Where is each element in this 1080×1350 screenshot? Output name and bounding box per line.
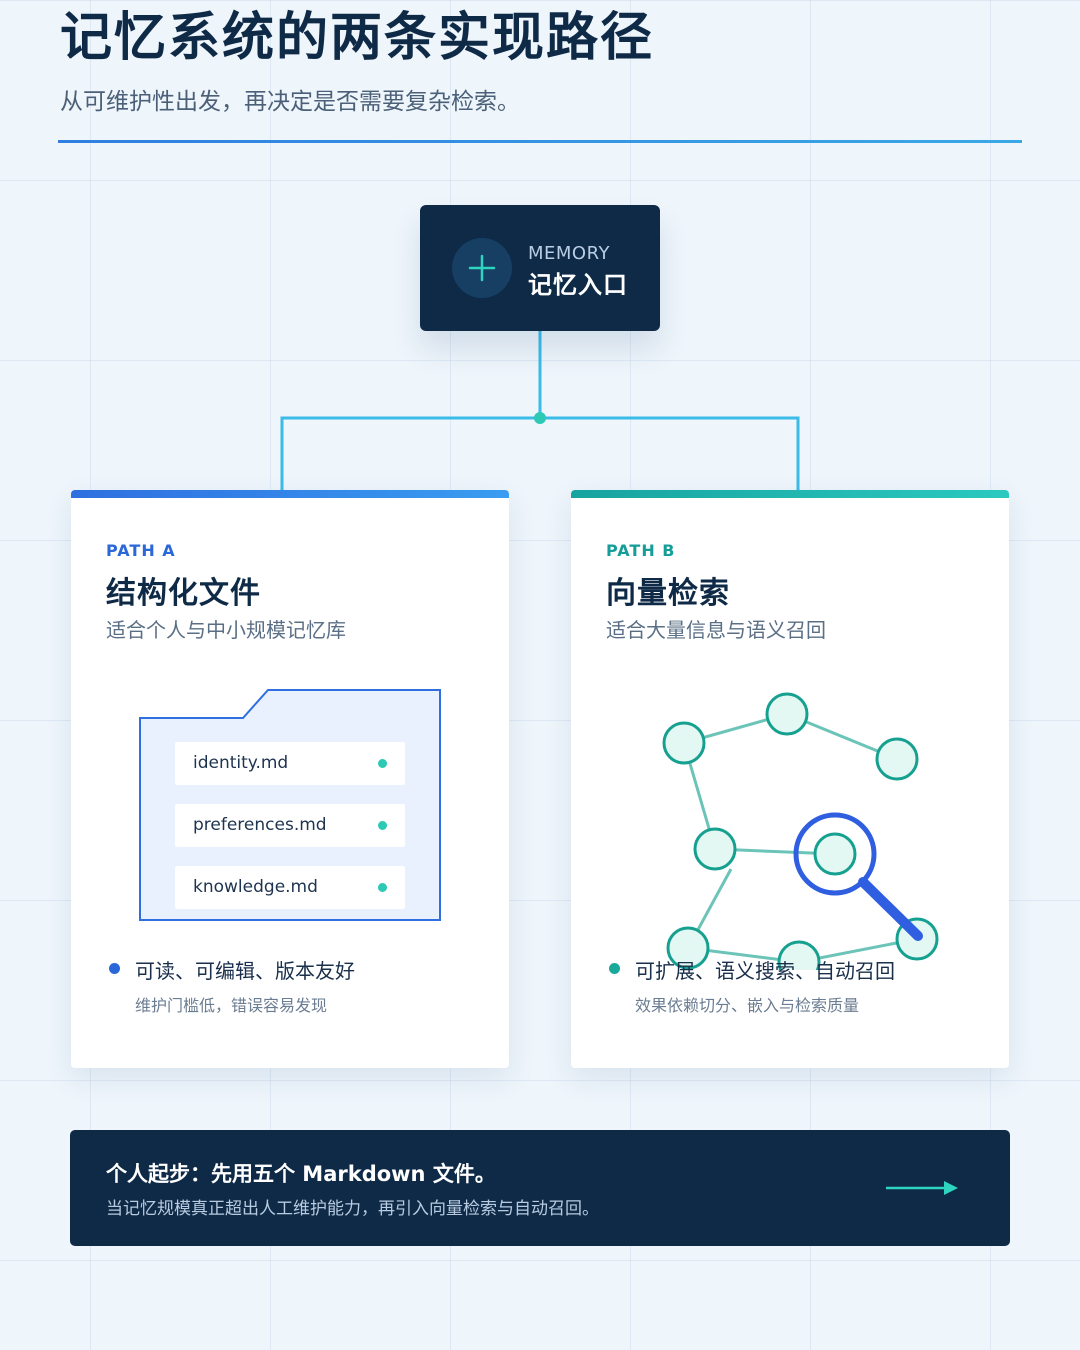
status-dot [378, 821, 387, 830]
path-b-title: 向量检索 [606, 576, 730, 611]
file-name: identity.md [193, 753, 289, 773]
path-b-subtitle: 适合大量信息与语义召回 [606, 618, 826, 642]
banner-title: 个人起步：先用五个 Markdown 文件。 [106, 1162, 496, 1186]
page-title: 记忆系统的两条实现路径 [60, 8, 655, 68]
status-dot [378, 883, 387, 892]
bullet-dot [609, 963, 620, 974]
path-b-accent-bar [571, 490, 1009, 498]
folder-icon [139, 689, 441, 921]
arrow-right-icon[interactable] [886, 1178, 962, 1198]
path-b-bullet: 可扩展、语义搜索、自动召回 [635, 959, 895, 983]
junction-dot [534, 412, 546, 424]
path-a-bullet: 可读、可编辑、版本友好 [135, 959, 355, 983]
recommendation-banner: 个人起步：先用五个 Markdown 文件。 当记忆规模真正超出人工维护能力，再… [70, 1130, 1010, 1246]
memory-entry-node: MEMORY 记忆入口 [420, 205, 660, 331]
vector-graph-icon [662, 692, 939, 970]
magnifier-icon [793, 812, 923, 941]
path-b-bullet-note: 效果依赖切分、嵌入与检索质量 [635, 996, 860, 1015]
file-item-knowledge[interactable]: knowledge.md [175, 866, 405, 909]
status-dot [378, 759, 387, 768]
connector-lines [280, 331, 800, 490]
path-a-subtitle: 适合个人与中小规模记忆库 [106, 618, 346, 642]
banner-subtitle: 当记忆规模真正超出人工维护能力，再引入向量检索与自动召回。 [106, 1199, 599, 1219]
file-name: preferences.md [193, 815, 327, 835]
path-b-card: PATH B 向量检索 适合大量信息与语义召回 可扩展、语义搜索、自 [571, 490, 1009, 1068]
path-b-tag: PATH B [606, 541, 676, 560]
path-a-tag: PATH A [106, 541, 176, 560]
page-subtitle: 从可维护性出发，再决定是否需要复杂检索。 [60, 89, 520, 115]
file-item-preferences[interactable]: preferences.md [175, 804, 405, 847]
plus-icon [452, 238, 512, 298]
path-a-accent-bar [71, 490, 509, 498]
path-a-title: 结构化文件 [106, 576, 261, 611]
title-divider [58, 140, 1022, 143]
bullet-dot [109, 963, 120, 974]
memory-eyebrow: MEMORY [528, 243, 610, 264]
file-name: knowledge.md [193, 877, 318, 897]
path-a-card: PATH A 结构化文件 适合个人与中小规模记忆库 identity.md pr… [71, 490, 509, 1068]
memory-label: 记忆入口 [528, 271, 628, 299]
path-a-bullet-note: 维护门槛低，错误容易发现 [135, 996, 328, 1015]
file-item-identity[interactable]: identity.md [175, 742, 405, 785]
